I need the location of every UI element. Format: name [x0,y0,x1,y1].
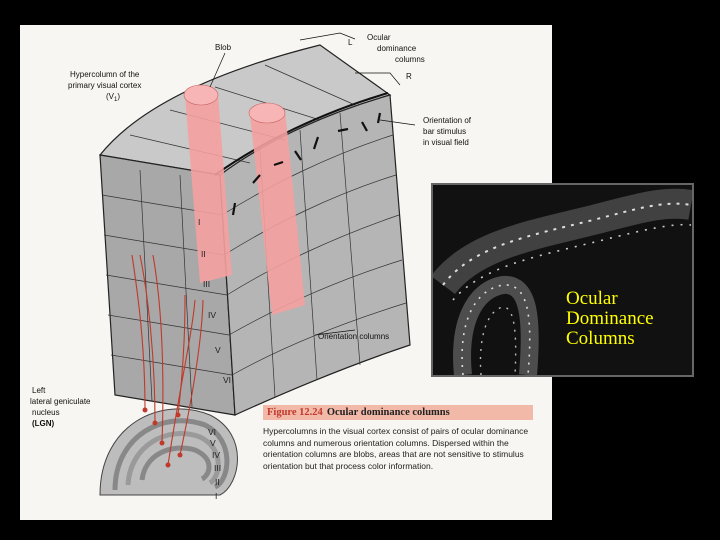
lgn-layer-6: I [215,491,217,501]
ocular-dominance-label-2: dominance [377,44,417,53]
orientation-bar-label-2: bar stimulus [423,127,466,136]
micrograph-label-line-1: Ocular [566,289,654,309]
orientation-columns-label: Orientation columns [318,332,389,341]
micrograph-image: Ocular Dominance Columns [431,183,694,377]
lgn-layer-3: IV [212,450,220,460]
lgn-layer-2: V [210,438,216,448]
cortex-layer-2: II [201,249,206,259]
blob-label: Blob [215,43,232,52]
ocular-dominance-label-1: Ocular [367,33,391,42]
lgn-label-2: lateral geniculate [30,397,91,406]
micrograph-label-line-3: Columns [566,329,654,349]
right-eye-label: R [406,72,412,81]
figure-number: Figure 12.24 [267,407,323,418]
lgn-layer-5: II [215,477,220,487]
hypercolumn-label-3: (V1) [106,92,120,103]
hypercolumn-label-2: primary visual cortex [68,81,141,90]
lgn-label-1: Left [32,386,46,395]
lgn-layer-4: III [214,463,221,473]
hypercolumn-label-1: Hypercolumn of the [70,70,140,79]
micrograph-label: Ocular Dominance Columns [566,289,654,349]
cortex-layer-5: V [215,345,221,355]
micrograph-label-line-2: Dominance [566,309,654,329]
orientation-bar-label-3: in visual field [423,138,469,147]
figure-title: Ocular dominance columns [327,407,450,418]
lgn-label-3: nucleus [32,408,60,417]
lgn-layer-1: VI [208,427,216,437]
cortex-layer-3: III [203,279,210,289]
figure-caption: Figure 12.24 Ocular dominance columns Hyp… [263,405,533,472]
cortex-layer-6: VI [223,375,231,385]
cortex-layer-1: I [198,217,200,227]
orientation-bar-label-1: Orientation of [423,116,472,125]
left-eye-label: L [348,38,353,47]
lgn-label-4: (LGN) [32,419,55,428]
caption-title: Figure 12.24 Ocular dominance columns [263,405,533,420]
micrograph-svg [433,185,694,377]
ocular-dominance-label-3: columns [395,55,425,64]
caption-body: Hypercolumns in the visual cortex consis… [263,426,533,472]
cortex-layer-4: IV [208,310,216,320]
